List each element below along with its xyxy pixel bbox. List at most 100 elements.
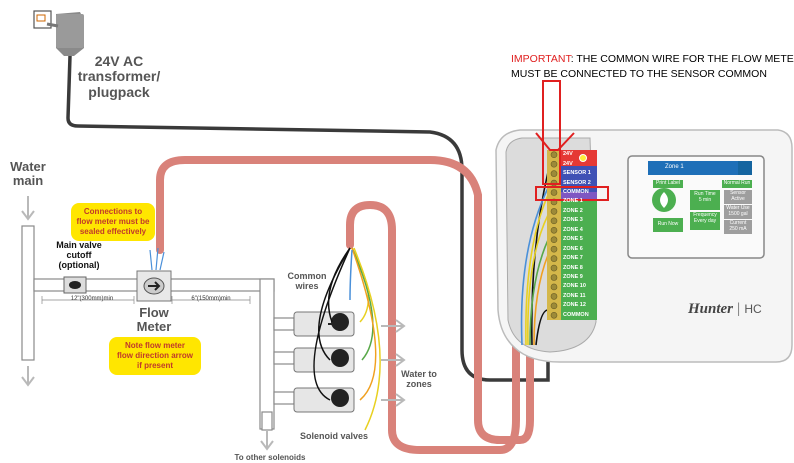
connections-note-line: Connections to [83, 207, 143, 216]
screen-run-time-label: Run Time [694, 191, 716, 197]
screen-run-time: Run Time 5 min [690, 191, 720, 204]
water-to-zones-label-line: zones [406, 378, 432, 389]
solenoid-valve [293, 311, 355, 337]
important-prefix: IMPORTANT [511, 53, 571, 65]
solenoid-valves-label: Solenoid valves [299, 431, 369, 441]
flow-meter-label-line: Flow [139, 305, 169, 320]
terminal-label: COMMON [563, 188, 589, 195]
common-wires-label: Common wires [282, 271, 332, 292]
terminal-label: ZONE 6 [563, 245, 583, 252]
flow-meter-label-line: Meter [136, 319, 172, 335]
connections-note: Connections to flow meter must be sealed… [71, 203, 155, 241]
terminal-screws [550, 151, 558, 319]
terminal-screw[interactable] [550, 293, 558, 300]
terminal-screw[interactable] [550, 189, 558, 196]
terminal-screw[interactable] [550, 226, 558, 234]
terminal-label: ZONE 11 [563, 292, 586, 299]
terminal-label: SENSOR 1 [563, 170, 591, 177]
common-wires-label-line: Common [287, 271, 327, 281]
main-valve-label: Main valve cutoff (optional) [46, 240, 112, 271]
screen-frequency-label: Frequency [693, 212, 717, 218]
terminal-screw[interactable] [550, 217, 558, 225]
screen-current-value: 250 mA [729, 225, 747, 232]
terminal-screw[interactable] [550, 311, 558, 319]
other-solenoids-label: To other solenoids [234, 453, 306, 462]
dimension-12in-label: 12"(300mm)min [70, 296, 114, 302]
solenoid-valve [293, 387, 355, 413]
terminal-screw[interactable] [550, 151, 558, 159]
terminal-screw[interactable] [550, 170, 558, 177]
screen-water-use: Water Use 1500 gal [724, 205, 752, 218]
model-name: HC [744, 302, 762, 316]
wall-outlet [33, 10, 52, 29]
terminal-label: ZONE 2 [563, 207, 583, 214]
terminal-label: ZONE 4 [563, 226, 583, 233]
water-main-label-line: Water [10, 159, 46, 174]
terminal-label: ZONE 5 [563, 236, 583, 243]
main-valve-label-line: Main valve [56, 240, 102, 250]
terminal-screw[interactable] [550, 160, 558, 168]
solenoid-valves [293, 311, 355, 413]
screen-title: Zone 1 [665, 164, 684, 170]
terminal-label: ZONE 1 [563, 198, 583, 205]
solenoid-valve [293, 347, 355, 373]
important-note: IMPORTANT: THE COMMON WIRE FOR THE FLOW … [511, 52, 794, 82]
water-main-label: Water main [4, 159, 52, 189]
controller-screen [627, 155, 765, 259]
important-line1: : THE COMMON WIRE FOR THE FLOW METER [570, 53, 794, 65]
terminal-screw[interactable] [550, 208, 558, 215]
solenoid-wires [313, 247, 381, 431]
terminal-label: ZONE 3 [563, 217, 583, 224]
highlight-boxes [535, 80, 609, 201]
flow-meter-label: Flow Meter [124, 305, 184, 335]
terminal-screw[interactable] [550, 283, 558, 291]
screen-current: Current 250 mA [724, 220, 752, 233]
direction-note-line: if present [136, 361, 173, 370]
plugpack-transformer [46, 12, 84, 56]
brand-name: Hunter [688, 301, 734, 317]
terminal-label: 24V [563, 151, 573, 158]
screen-print-label: Print Label [656, 180, 680, 186]
controller-wires [520, 171, 549, 346]
screen-water-use-value: 1500 gal [728, 210, 748, 217]
transformer-label-line: plugpack [88, 83, 150, 100]
transformer-cable [66, 55, 550, 382]
important-note-line: MUST BE CONNECTED TO THE SENSOR COMMON [511, 68, 767, 81]
water-to-zones-label-line: Water to [401, 369, 437, 379]
terminal-label: ZONE 10 [563, 283, 586, 290]
dimension-lines [41, 296, 251, 304]
connections-note-line: flow meter must be [76, 217, 150, 226]
terminal-label: ZONE 9 [563, 273, 583, 280]
transformer-label: 24V AC transformer/ plugpack [64, 53, 174, 100]
terminal-screw[interactable] [550, 274, 558, 281]
terminal-screw[interactable] [550, 302, 558, 310]
screen-current-label: Current [729, 220, 747, 226]
terminal-label: ZONE 12 [563, 302, 586, 309]
important-note-line: IMPORTANT: THE COMMON WIRE FOR THE FLOW … [511, 52, 794, 67]
water-main-label-line: main [12, 173, 44, 189]
terminal-label: SENSOR 2 [563, 179, 591, 186]
screen-run-now: Run Now [657, 221, 679, 227]
flow-meter [136, 247, 172, 302]
screen-frequency-value: Every day [693, 217, 717, 224]
terminal-screw[interactable] [550, 255, 558, 262]
direction-note-line: Note flow meter [124, 341, 185, 350]
transformer-label-line: 24V AC [94, 53, 144, 69]
screen-frequency: Frequency Every day [690, 212, 720, 225]
terminal-screw[interactable] [550, 236, 558, 244]
water-to-zones-label: Water to zones [392, 369, 446, 390]
main-valve-label-line: cutoff [66, 249, 92, 260]
direction-note: Note flow meter flow direction arrow if … [109, 337, 201, 375]
terminal-label: COMMON [563, 311, 589, 318]
screen-normal-run: Normal Run [723, 180, 751, 186]
terminal-screw[interactable] [550, 245, 558, 253]
terminal-screw[interactable] [550, 264, 558, 272]
dimension-6in-label: 6"(150mm)min [191, 296, 231, 302]
screen-sensor-active: Sensor Active [730, 190, 746, 202]
terminal-strip [547, 150, 597, 320]
water-flow-arrows [21, 196, 406, 451]
terminal-label: ZONE 7 [563, 255, 583, 262]
terminal-label: ZONE 8 [563, 264, 583, 271]
main-valve-label-line: (optional) [58, 259, 100, 270]
